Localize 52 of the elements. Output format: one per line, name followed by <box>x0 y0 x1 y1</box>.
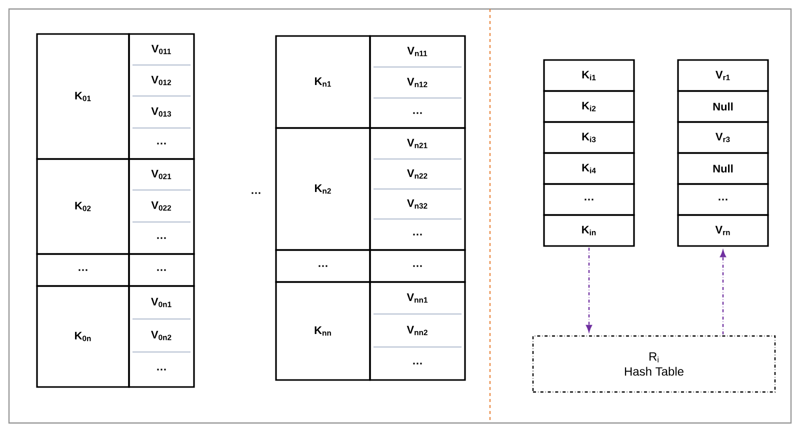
table-cell: V$_{r1}$ <box>677 59 769 92</box>
table-cell: V$_{r3}$ <box>677 121 769 154</box>
value-cell: V$_{n12}$ <box>407 78 428 88</box>
key-cell: K$_{nn}$ <box>275 281 371 381</box>
table-cell: Null <box>677 152 769 185</box>
value-column-box <box>369 35 466 129</box>
value-column-box <box>128 33 195 160</box>
key-cell: K$_{n2}$ <box>275 127 371 251</box>
value-cell: V$_{021}$ <box>151 170 172 180</box>
table-cell: K$_{in}$ <box>543 214 635 247</box>
value-cell: V$_{0n1}$ <box>151 298 172 308</box>
value-cell: … <box>157 142 166 144</box>
value-cell: V$_{nn2}$ <box>406 326 428 336</box>
key-cell: … <box>36 253 130 287</box>
hash-table-box: R$_{i}$ Hash Table <box>532 335 776 393</box>
value-cell: V$_{0n2}$ <box>151 330 172 340</box>
table-cell: K$_{i4}$ <box>543 152 635 185</box>
key-cell: K$_{02}$ <box>36 158 130 255</box>
value-column-box: … <box>369 249 466 283</box>
table-cell: Null <box>677 90 769 123</box>
key-cell: K$_{01}$ <box>36 33 130 160</box>
table-cell: K$_{i2}$ <box>543 90 635 123</box>
value-cell: V$_{013}$ <box>151 107 172 117</box>
value-column-box <box>369 127 466 251</box>
table-cell: V$_{rn}$ <box>677 214 769 247</box>
key-cell: … <box>275 249 371 283</box>
arrow <box>586 248 592 332</box>
value-cell: … <box>157 237 166 239</box>
key-cell: K$_{0n}$ <box>36 285 130 388</box>
value-cell: V$_{n21}$ <box>407 138 428 148</box>
value-cell: V$_{011}$ <box>151 44 171 54</box>
value-cell: V$_{n22}$ <box>407 169 428 179</box>
value-cell: … <box>157 368 166 370</box>
value-cell: V$_{022}$ <box>151 201 172 211</box>
value-cell: V$_{nn1}$ <box>406 293 428 303</box>
ellipsis: … <box>252 192 260 194</box>
table-cell: K$_{i1}$ <box>543 59 635 92</box>
value-column-box <box>369 281 466 381</box>
key-cell: K$_{n1}$ <box>275 35 371 129</box>
value-column-box <box>128 158 195 255</box>
arrow <box>720 250 726 334</box>
value-cell: … <box>413 234 422 236</box>
value-cell: V$_{n11}$ <box>407 46 428 56</box>
value-column-box <box>128 285 195 388</box>
table-cell: K$_{i3}$ <box>543 121 635 154</box>
table-cell: … <box>677 183 769 216</box>
value-cell: … <box>413 362 422 364</box>
table-cell: … <box>543 183 635 216</box>
value-column-box: … <box>128 253 195 287</box>
value-cell: V$_{012}$ <box>151 76 172 86</box>
value-cell: … <box>413 112 422 114</box>
value-cell: V$_{n32}$ <box>407 199 428 209</box>
